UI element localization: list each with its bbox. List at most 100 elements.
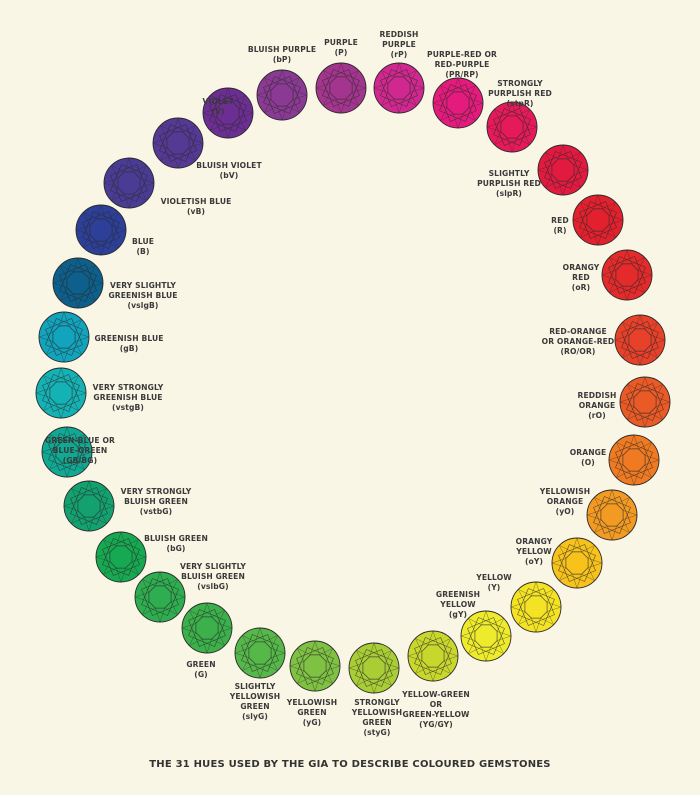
hue-label-line: STRONGLY [497, 79, 543, 88]
hue-label-line: (R) [553, 226, 567, 235]
gemstone-vstgb [35, 367, 87, 419]
hue-label-line: YELLOWISH [351, 708, 403, 717]
hue-label-line: (gY) [448, 610, 468, 619]
hue-label-line: SLIGHTLY [234, 682, 276, 691]
hue-label: RED(R) [551, 216, 569, 236]
gemstone-ro [619, 376, 671, 428]
hue-label-line: GREENISH BLUE [108, 291, 178, 300]
hue-label: GREENISH BLUE(gB) [94, 334, 163, 354]
gemstone-o [608, 434, 660, 486]
gemstone-v [202, 87, 254, 139]
hue-label-line: ORANGE [578, 401, 616, 410]
hue-label: ORANGE(O) [570, 448, 607, 468]
hue-label-line: YELLOWISH [286, 698, 338, 707]
hue-label-line: (G) [194, 670, 208, 679]
hue-label-line: SLIGHTLY [488, 169, 530, 178]
hue-label-line: VERY SLIGHTLY [180, 562, 246, 571]
hue-label-line: PURPLE [324, 38, 358, 47]
hue-label-line: ORANGY [562, 263, 600, 272]
hue-label-line: (oY) [524, 557, 544, 566]
hue-label-line: (B) [136, 247, 150, 256]
gemstone-g [181, 602, 233, 654]
gemstone-b [75, 204, 127, 256]
gemstone-or [601, 249, 653, 301]
gemstone-ro-or [614, 314, 666, 366]
hue-label-line: STRONGLY [354, 698, 400, 707]
hue-label-line: BLUISH GREEN [124, 497, 188, 506]
hue-label-line: GREEN [297, 708, 327, 717]
hue-label-line: PURPLE [382, 40, 416, 49]
gemstone-r [572, 194, 624, 246]
hue-label-line: (stpR) [506, 99, 534, 108]
hue-label-line: GREEN [362, 718, 392, 727]
gemstone-yg [289, 640, 341, 692]
hue-label-line: GREEN [240, 702, 270, 711]
gemstone-bv [152, 117, 204, 169]
hue-label-line: GREEN-YELLOW [402, 710, 470, 719]
gemstone-y [510, 581, 562, 633]
hue-label-line: (styG) [363, 728, 391, 737]
hue-label-line: (RO/OR) [560, 347, 596, 356]
hue-label: BLUISH GREEN(bG) [144, 534, 208, 554]
hue-label-line: PURPLISH RED [477, 179, 541, 188]
hue-label-line: (Y) [487, 583, 501, 592]
hue-label-line: RED-PURPLE [434, 60, 490, 69]
hue-label: BLUE(B) [132, 237, 154, 257]
hue-label-line: (slpR) [496, 189, 522, 198]
hue-label-line: RED [551, 216, 569, 225]
hue-label: PURPLE(P) [324, 38, 358, 58]
hue-label-line: (O) [581, 458, 595, 467]
hue-label-line: (gB) [119, 344, 139, 353]
gemstone-gy [460, 610, 512, 662]
hue-label-line: VIOLET [202, 97, 234, 106]
hue-label-line: (rP) [390, 50, 408, 59]
hue-label-line: (yG) [302, 718, 322, 727]
hue-label-line: ORANGE [569, 448, 607, 457]
hue-label-line: (yO) [555, 507, 575, 516]
hue-label-line: REDDISH [577, 391, 617, 400]
hue-label-line: (GB/BG) [62, 456, 98, 465]
hue-label-line: OR [429, 700, 443, 709]
hue-label-line: YELLOW [476, 573, 512, 582]
hue-label-line: PURPLE-RED OR [427, 50, 497, 59]
gemstone-gb-bg [41, 426, 93, 478]
hue-label-line: BLUISH VIOLET [196, 161, 262, 170]
hue-label-line: (vstbG) [139, 507, 173, 516]
hue-label-line: YELLOW-GREEN [402, 690, 470, 699]
hue-label-line: (slyG) [242, 712, 268, 721]
hue-label-line: VERY STRONGLY [92, 383, 164, 392]
diagram-title: THE 31 HUES USED BY THE GIA TO DESCRIBE … [149, 759, 551, 770]
hue-label: VIOLETISH BLUE(vB) [161, 197, 232, 217]
hue-label-line: (vslbG) [197, 582, 229, 591]
hue-label-line: REDDISH [379, 30, 419, 39]
gemstone-pr-rp [432, 77, 484, 129]
hue-label-line: BLUISH GREEN [144, 534, 208, 543]
hue-label-line: (P) [334, 48, 348, 57]
hue-label: BLUISH PURPLE(bP) [248, 45, 316, 65]
gemstone-slpr [537, 144, 589, 196]
hue-label-line: BLUISH PURPLE [247, 45, 317, 54]
gemstone-bp [256, 69, 308, 121]
gemstone-oy [551, 537, 603, 589]
hue-label-line: (vslgB) [127, 301, 159, 310]
gemstone-bg [95, 531, 147, 583]
gemstone-vslbg [134, 571, 186, 623]
hue-label: BLUISH VIOLET(bV) [196, 161, 261, 181]
hue-label-line: RED [572, 273, 590, 282]
